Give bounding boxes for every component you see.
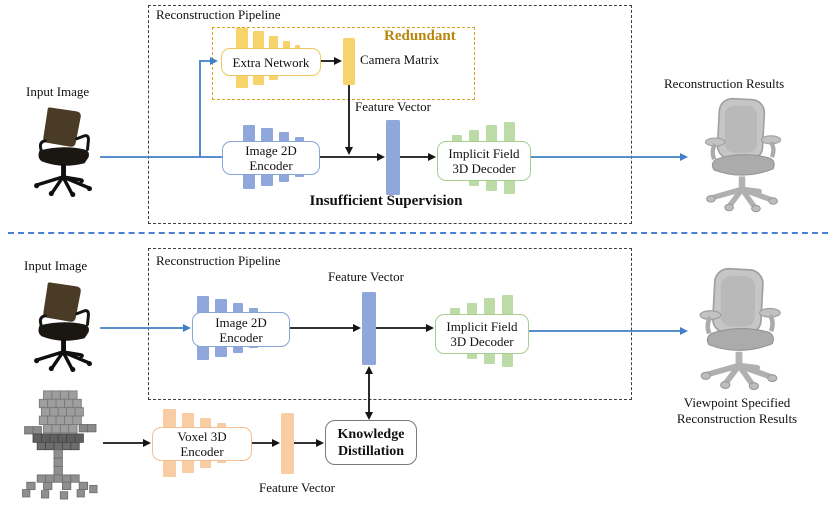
camera-matrix-vector-bar xyxy=(343,38,355,85)
feature-vector-bar-top xyxy=(386,120,400,195)
decoder-label-line2: 3D Decoder xyxy=(452,161,516,176)
camera-matrix-label: Camera Matrix xyxy=(360,52,440,67)
voxel-encoder-label-line2: Encoder xyxy=(180,444,224,459)
input-image-label-bottom: Input Image xyxy=(24,258,88,273)
encoder-label-line1: Image 2D xyxy=(245,143,297,158)
reconstruction-chair-image-bottom xyxy=(699,267,781,391)
reconstruction-results-label: Reconstruction Results xyxy=(664,76,785,91)
implicit-field-decoder-node-bottom: Implicit Field 3D Decoder xyxy=(435,314,529,354)
feature-vector-label-top: Feature Vector xyxy=(355,99,431,114)
input-image-label-top: Input Image xyxy=(26,84,90,99)
reconstruction-chair-image-top xyxy=(704,97,782,213)
top-pipeline-title: Reconstruction Pipeline xyxy=(156,7,281,22)
knowledge-distillation-node: Knowledge Distillation xyxy=(325,420,417,465)
input-chair-image-top xyxy=(34,107,92,197)
decoder-label-line2: 3D Decoder xyxy=(450,334,514,349)
redundant-label: Redundant xyxy=(384,28,456,44)
voxel-chair-image xyxy=(22,390,98,500)
encoder-label-line2: Encoder xyxy=(219,329,263,345)
top-pipeline-dashed-box xyxy=(148,5,632,224)
bottom-pipeline-title: Reconstruction Pipeline xyxy=(156,253,281,268)
voxel-feature-vector-label: Feature Vector xyxy=(259,480,335,495)
encoder-label-line1: Image 2D xyxy=(215,314,267,330)
encoder-label-line2: Encoder xyxy=(249,158,293,173)
viewpoint-results-line1: Viewpoint Specified xyxy=(683,395,791,410)
insufficient-supervision-label: Insufficient Supervision xyxy=(309,193,463,209)
image-2d-encoder-node-bottom: Image 2D Encoder xyxy=(192,312,290,347)
viewpoint-results-line2: Reconstruction Results xyxy=(676,411,798,426)
voxel-3d-encoder-node: Voxel 3D Encoder xyxy=(152,427,252,461)
extra-network-node: Extra Network xyxy=(221,48,321,76)
decoder-label-line1: Implicit Field xyxy=(448,146,520,161)
voxel-feature-vector-bar xyxy=(281,413,294,474)
extra-network-label: Extra Network xyxy=(232,54,310,70)
feature-vector-label-bottom-pipeline: Feature Vector xyxy=(328,269,404,284)
bottom-pipeline-dashed-box xyxy=(148,248,632,400)
voxel-encoder-label-line1: Voxel 3D xyxy=(177,429,227,444)
section-divider-line xyxy=(8,232,828,234)
decoder-label-line1: Implicit Field xyxy=(446,319,518,334)
image-2d-encoder-node-top: Image 2D Encoder xyxy=(222,141,320,175)
kd-label-line1: Knowledge xyxy=(337,426,405,442)
input-chair-image-bottom xyxy=(34,282,92,372)
feature-vector-bar-bottom xyxy=(362,292,376,365)
implicit-field-decoder-node-top: Implicit Field 3D Decoder xyxy=(437,141,531,181)
kd-label-line2: Distillation xyxy=(337,443,405,459)
viewpoint-results-label: Viewpoint Specified Reconstruction Resul… xyxy=(652,395,822,427)
